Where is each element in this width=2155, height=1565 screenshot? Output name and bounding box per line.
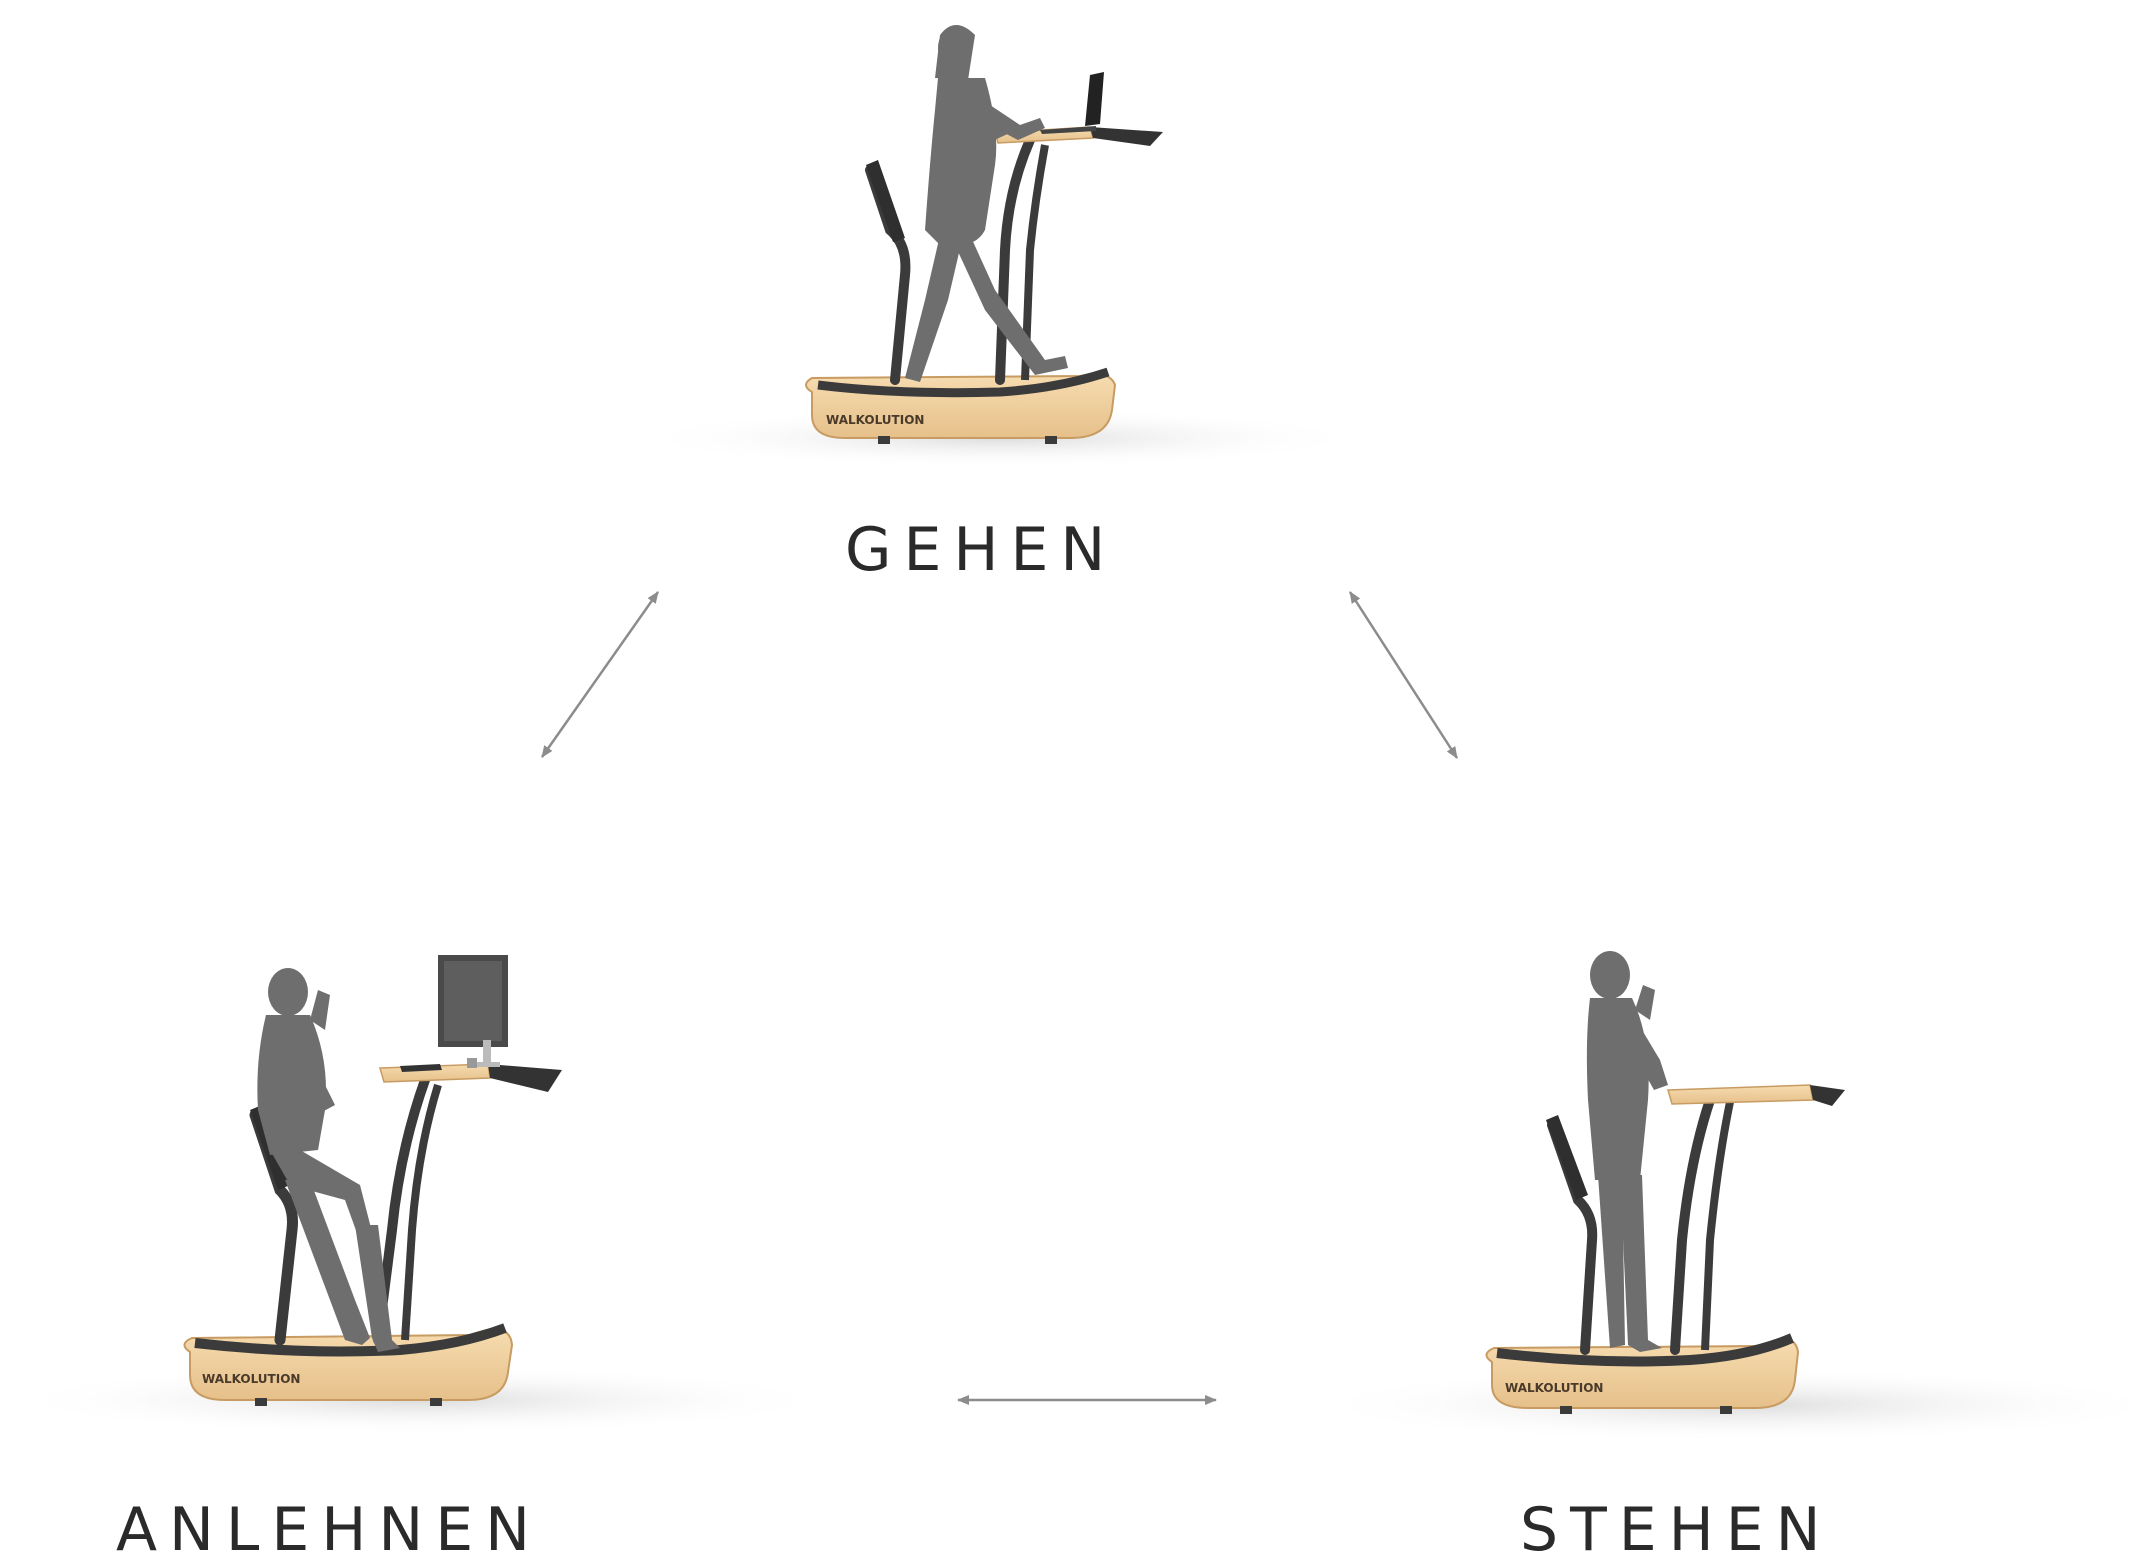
desk-column bbox=[1670, 1095, 1715, 1355]
desk-column bbox=[373, 1075, 430, 1345]
brand-label: WALKOLUTION bbox=[826, 413, 924, 427]
desk-top bbox=[1667, 1084, 1814, 1105]
keyboard bbox=[400, 1064, 442, 1072]
arrow-gehen-anlehnen bbox=[540, 591, 660, 758]
walking-treadmill-illustration: WALKOLUTION bbox=[630, 25, 1370, 468]
brand-label: WALKOLUTION bbox=[1505, 1381, 1603, 1395]
label-gehen: GEHEN bbox=[845, 515, 1118, 585]
monitor bbox=[438, 955, 508, 1068]
standing-person-figure bbox=[1586, 951, 1668, 1352]
standing-treadmill-illustration: WALKOLUTION bbox=[1300, 951, 2155, 1443]
laptop bbox=[1085, 72, 1104, 126]
leaning-treadmill-illustration: WALKOLUTION bbox=[0, 955, 840, 1435]
label-anlehnen: ANLEHNEN bbox=[116, 1495, 543, 1565]
desk-column bbox=[995, 135, 1035, 385]
brand-label: WALKOLUTION bbox=[202, 1372, 300, 1386]
treadmill-handle bbox=[1547, 1120, 1598, 1355]
treadmill-handle bbox=[249, 1109, 298, 1346]
walking-person-figure bbox=[905, 25, 1068, 382]
label-stehen: STEHEN bbox=[1520, 1495, 1833, 1565]
arrow-gehen-stehen bbox=[1348, 591, 1459, 759]
leaning-person-figure bbox=[257, 968, 400, 1352]
